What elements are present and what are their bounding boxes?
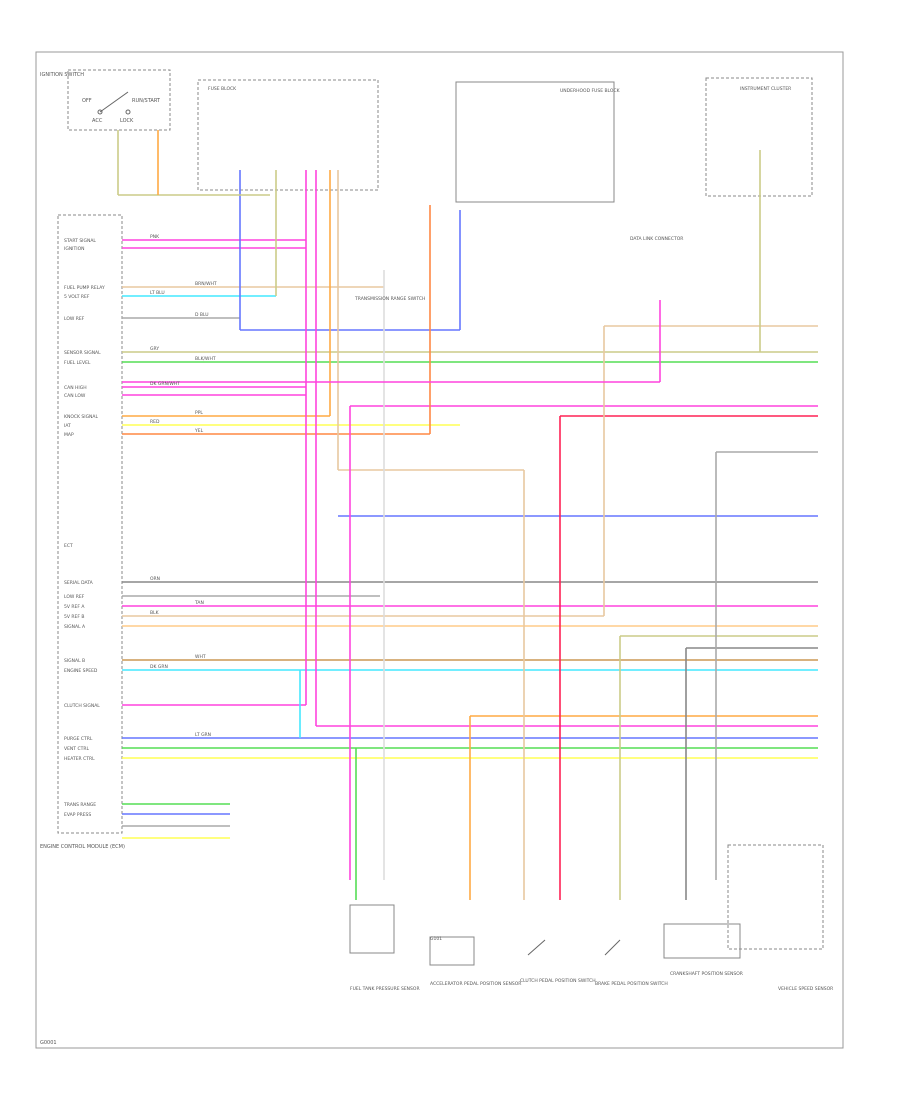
component-label: FUEL TANK PRESSURE SENSOR (350, 986, 420, 992)
ecm-pin-label: MAP (64, 432, 74, 438)
underhood-fuse-block (455, 81, 615, 203)
component-label: DATA LINK CONNECTOR (630, 236, 683, 242)
ecm-pin-label: 5V REF B (64, 614, 84, 620)
wire-color-label: ORN (150, 576, 160, 582)
wire-color-label: RED (150, 419, 160, 425)
ignition-pos-acc: ACC (92, 118, 103, 124)
ecm-block (57, 214, 123, 834)
wire-color-label: WHT (195, 654, 206, 660)
wire-color-label: LT GRN (195, 732, 211, 738)
ecm-pin-label: VENT CTRL (64, 746, 89, 752)
ecm-pin-label: LOW REF (64, 316, 85, 322)
wire-color-label: GRY (150, 346, 159, 352)
ecm-pin-label: START SIGNAL (64, 238, 96, 244)
wire-color-label: BLK/WHT (195, 356, 216, 362)
ignition-pos-run: RUN/START (132, 98, 161, 104)
wire-color-label: LT BLU (150, 290, 165, 296)
wire-color-label: PNK (150, 234, 160, 240)
ecm-pin-label: CAN HIGH (64, 385, 87, 391)
component-label: CRANKSHAFT POSITION SENSOR (670, 971, 743, 977)
wire-color-label: BLK (150, 610, 160, 616)
ecm-pin-label: ECT (64, 543, 73, 549)
component-labels: FUEL TANK PRESSURE SENSOR ACCELERATOR PED… (208, 86, 833, 992)
component-label: CLUTCH PEDAL POSITION SWITCH (520, 978, 596, 984)
ignition-switch (67, 69, 171, 131)
ecm-pin-label: LOW REF (64, 594, 85, 600)
ecm-pin-label: FUEL LEVEL (64, 360, 91, 366)
component-label: FUSE BLOCK (208, 86, 237, 92)
ecm-pin-labels: START SIGNAL IGNITION FUEL PUMP RELAY 5 VOL… (63, 238, 105, 818)
component-label: VEHICLE SPEED SENSOR (778, 986, 833, 992)
ecm-pin-label: EVAP PRESS (64, 812, 91, 818)
fuse-block (197, 79, 379, 191)
component-label: UNDERHOOD FUSE BLOCK (560, 88, 621, 94)
wire-color-label: DK GRN (150, 664, 168, 670)
wire-color-label: YEL (194, 428, 204, 434)
ecm-pin-label: SERIAL DATA (64, 580, 94, 586)
brake-switch-contact (604, 939, 621, 956)
component-label: INSTRUMENT CLUSTER (740, 86, 791, 92)
ignition-pos-off: OFF (82, 98, 92, 104)
ecm-pin-label: CLUTCH SIGNAL (64, 703, 100, 709)
wire-color-labels: PNK BRN/WHT LT BLU D BLU GRY BLK/WHT DK GRN/WH… (150, 234, 217, 738)
wire-group (117, 130, 818, 900)
wire-color-label: DK GRN/WHT (150, 381, 180, 387)
instrument-cluster (705, 77, 813, 197)
component-label: ACCELERATOR PEDAL POSITION SENSOR (430, 981, 521, 987)
ecm-pin-label: IGNITION (64, 246, 85, 252)
ecm-pin-label: IAT (64, 423, 71, 429)
ecm-pin-label: FUEL PUMP RELAY (64, 285, 105, 291)
wire-color-label: TAN (194, 600, 204, 606)
crankshaft-sensor (663, 923, 741, 959)
ecm-pin-label: HEATER CTRL (64, 756, 95, 762)
wire-color-label: BRN/WHT (195, 281, 217, 287)
component-label: G101 (430, 936, 442, 942)
bottom-components (349, 844, 824, 966)
ecm-pin-label: ENGINE SPEED (64, 668, 98, 674)
ecm-pin-label: SIGNAL B (64, 658, 85, 664)
ecm-pin-label: 5 VOLT REF (64, 294, 90, 300)
ecm-pin-label: 5V REF A (64, 604, 85, 610)
diagram-frame (35, 51, 844, 1049)
ecm-pin-label: TRANS RANGE (63, 802, 96, 808)
fuel-tank-pressure-sensor (349, 904, 395, 954)
footer-code: G0001 (40, 1040, 57, 1046)
ecm-pin-label: SENSOR SIGNAL (64, 350, 101, 356)
ecm-label: ENGINE CONTROL MODULE (ECM) (40, 844, 125, 850)
ignition-pos-lock: LOCK (120, 118, 134, 124)
ignition-switch-label: IGNITION SWITCH (40, 72, 84, 78)
vehicle-speed-sensor (727, 844, 824, 950)
ecm-pin-label: CAN LOW (64, 393, 86, 399)
ecm-pin-label: SIGNAL A (64, 624, 86, 630)
wire-color-label: PPL (195, 410, 203, 416)
accelerator-pedal-sensor (429, 936, 475, 966)
wire-color-label: D BLU (195, 312, 209, 318)
ecm-pin-label: PURGE CTRL (64, 736, 93, 742)
ecm-pin-label: KNOCK SIGNAL (64, 414, 98, 420)
clutch-switch-contact (527, 939, 546, 956)
component-label: TRANSMISSION RANGE SWITCH (354, 296, 425, 302)
component-label: BRAKE PEDAL POSITION SWITCH (595, 981, 668, 987)
